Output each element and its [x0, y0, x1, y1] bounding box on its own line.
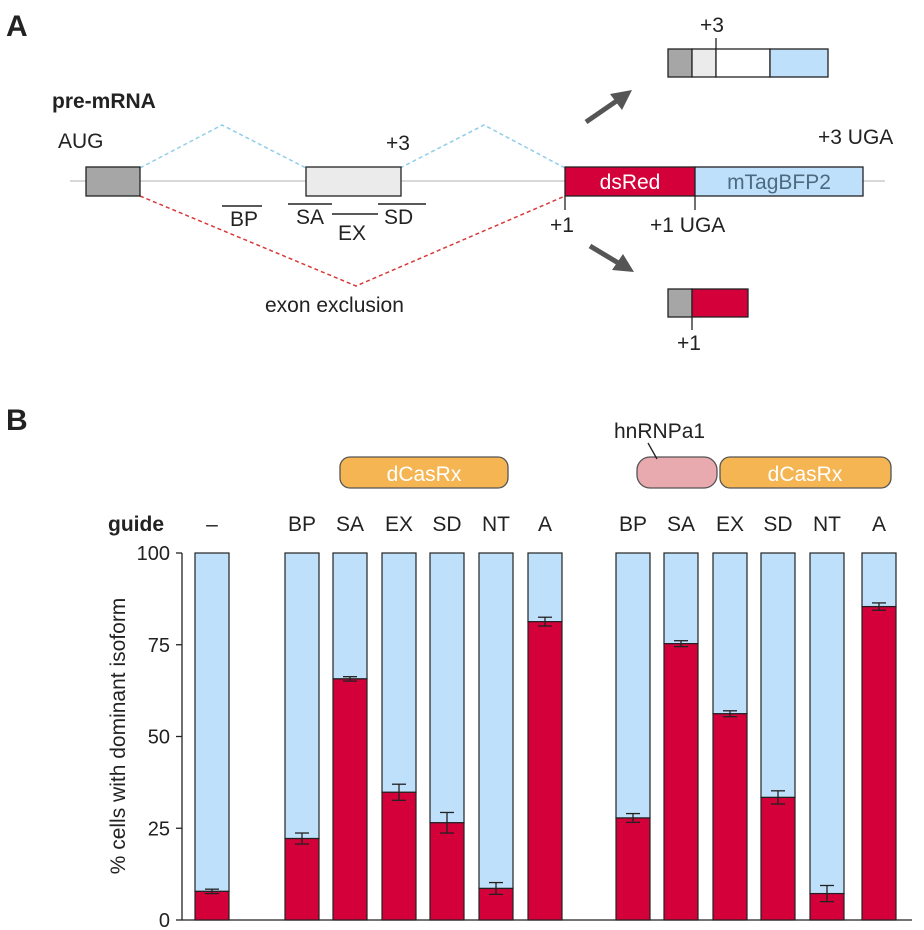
bar-blue-segment: [809, 552, 845, 895]
bar-blue-segment: [760, 552, 796, 799]
x-tick-labels: – BP SA EX SD NT A BP SA EX SD NT A: [206, 513, 886, 536]
plus3-label: +3: [386, 132, 410, 155]
product-inclusion-bfp: [769, 48, 829, 78]
product-inclusion-exon1: [667, 48, 693, 78]
bar-blue-segment: [478, 552, 514, 890]
panel-a: A pre-mRNA AUG +3 dsRed mTagBFP2 +3 UGA …: [6, 10, 893, 355]
aug-label: AUG: [58, 130, 104, 153]
plus1-uga-label: +1 UGA: [650, 214, 725, 237]
x-tick-label: SA: [667, 513, 695, 536]
x-tick-label: EX: [716, 513, 744, 536]
panel-a-letter: A: [6, 10, 28, 43]
arrow-up-icon: [584, 90, 632, 125]
product-exclusion-dsred: [691, 288, 749, 318]
bar-red-segment: [760, 796, 796, 921]
mtagbfp2-label: mTagBFP2: [727, 171, 831, 194]
plus1-label: +1: [550, 214, 574, 237]
x-tick-label: A: [538, 513, 552, 536]
bar-red-segment: [332, 678, 368, 921]
bp-label: BP: [230, 208, 258, 231]
y-tick-label: 75: [148, 635, 170, 657]
x-tick-label: SA: [336, 513, 364, 536]
bar-blue-segment: [712, 552, 748, 715]
dcasrx-pill-2: [719, 456, 892, 489]
y-tick-label: 0: [159, 910, 170, 930]
product-exclusion-plus1-label: +1: [677, 332, 701, 355]
bar-blue-segment: [381, 552, 417, 793]
bar-blue-segment: [332, 552, 368, 680]
bar-blue-segment: [615, 552, 651, 819]
y-tick-label: 100: [137, 543, 170, 565]
x-tick-label: NT: [482, 513, 510, 536]
sd-label: SD: [384, 206, 413, 229]
bar-red-segment: [615, 817, 651, 921]
bar-blue-segment: [527, 552, 563, 623]
bar-red-segment: [861, 605, 897, 921]
ex-label: EX: [338, 222, 366, 245]
y-ticks: 0 25 50 75 100: [137, 543, 182, 930]
x-tick-label: SD: [763, 513, 792, 536]
dsred-label: dsRed: [600, 171, 661, 194]
splice-path-inclusion-left: [139, 124, 307, 169]
splice-path-inclusion-right: [399, 124, 566, 169]
x-tick-label: BP: [288, 513, 316, 536]
bar-blue-segment: [284, 552, 320, 840]
mtagbfp2-box: [694, 166, 864, 197]
sa-label: SA: [296, 206, 324, 229]
y-tick-label: 50: [148, 727, 170, 749]
pre-mrna-label: pre-mRNA: [52, 90, 156, 113]
hnrnpa1-label: hnRNPa1: [614, 420, 705, 443]
bar-chart: % cells with dominant isoform 0 25 50 75 100…: [107, 513, 912, 930]
exon-1-box: [85, 166, 141, 197]
bar-red-segment: [429, 822, 465, 921]
dcasrx-pill-1: [339, 456, 509, 489]
bars: [194, 552, 897, 921]
bar-red-segment: [527, 621, 563, 921]
bar-red-segment: [712, 713, 748, 921]
dcasrx-label-2: dCasRx: [768, 463, 843, 486]
bar-red-segment: [194, 890, 230, 921]
bar-red-segment: [663, 643, 699, 921]
x-tick-label: A: [872, 513, 886, 536]
arrow-down-icon: [588, 243, 634, 272]
y-axis-label: % cells with dominant isoform: [107, 598, 130, 875]
dcasrx-label-1: dCasRx: [387, 463, 462, 486]
bar-blue-segment: [861, 552, 897, 608]
x-tick-label: –: [206, 513, 218, 536]
guide-label: guide: [108, 513, 164, 536]
bar-blue-segment: [429, 552, 465, 824]
hnrnpa1-pill: [636, 456, 718, 489]
x-tick-label: EX: [385, 513, 413, 536]
x-tick-label: SD: [432, 513, 461, 536]
product-inclusion-dsred-outframe: [715, 48, 771, 78]
x-tick-label: BP: [619, 513, 647, 536]
bar-red-segment: [381, 791, 417, 921]
panel-b: B dCasRx dCasRx hnRNPa1 guide % cells wi…: [6, 404, 912, 930]
alternative-exon-box: [305, 166, 402, 197]
bar-red-segment: [284, 837, 320, 921]
bar-blue-segment: [663, 552, 699, 645]
exon-exclusion-label: exon exclusion: [265, 294, 404, 317]
x-tick-label: NT: [813, 513, 841, 536]
panel-b-letter: B: [6, 404, 28, 437]
plus3-uga-label: +3 UGA: [818, 126, 893, 149]
y-tick-label: 25: [148, 818, 170, 840]
hnrnpa1-leader-line: [647, 442, 658, 460]
splice-path-exclusion: [139, 195, 566, 287]
product-inclusion-plus3-label: +3: [700, 14, 724, 37]
product-exclusion-exon1: [667, 288, 693, 318]
product-inclusion-altexon: [691, 48, 717, 78]
bar-blue-segment: [194, 552, 230, 892]
